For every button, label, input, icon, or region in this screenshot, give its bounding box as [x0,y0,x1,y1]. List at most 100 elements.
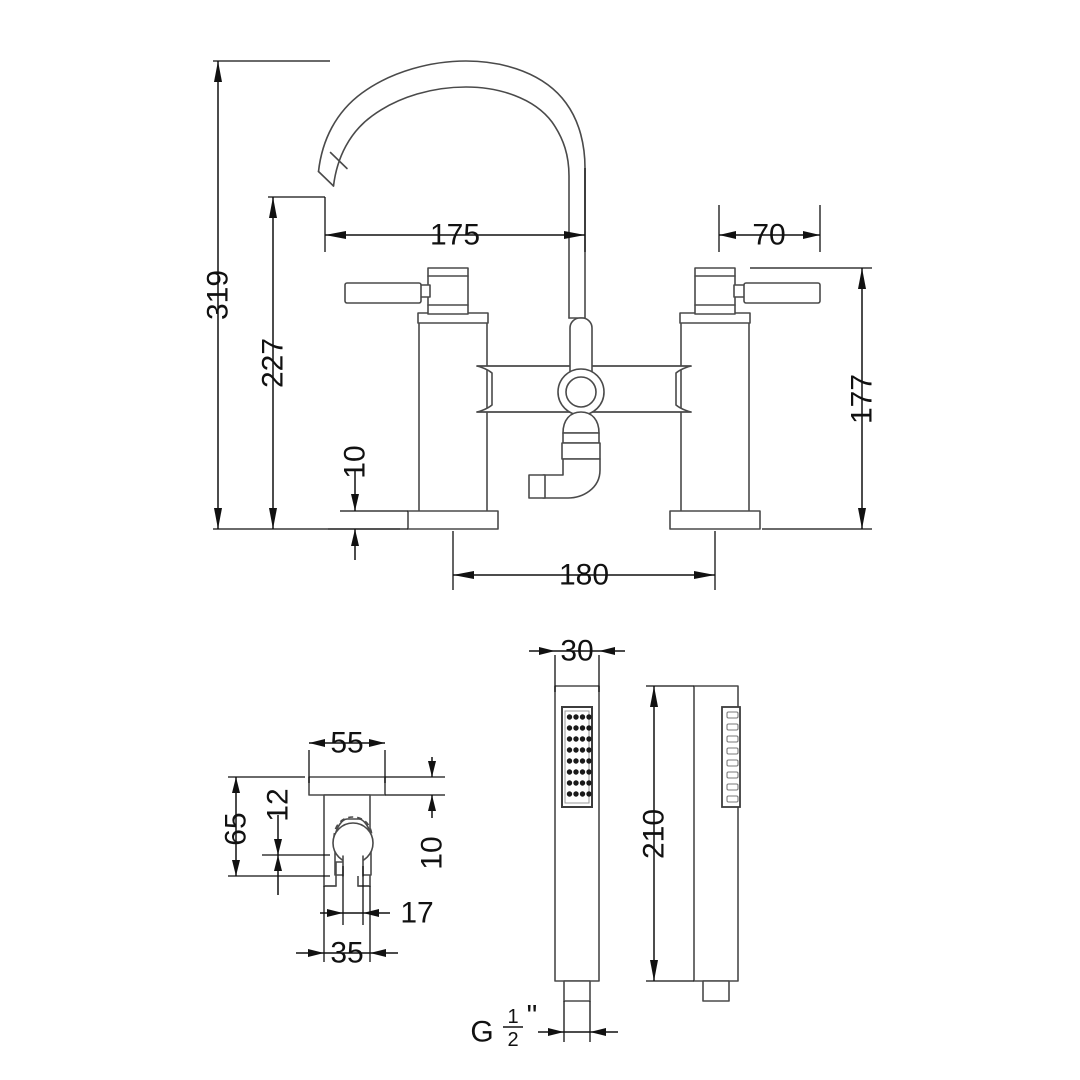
arrow-177-top [858,268,866,289]
left-handle-hub [427,267,469,315]
spout-tip-collar [329,151,348,170]
main-tap-view: 319 227 175 70 [202,60,879,592]
dimtext-180: 180 [559,559,609,592]
arrow-35-right [370,949,386,957]
left-tap-column [344,267,499,530]
arrow-175-right [564,231,585,239]
dimtext-175: 175 [430,219,480,252]
arrow-319-top [214,61,222,82]
handset-nozzle-grid [566,714,592,797]
left-lever-arm [344,282,422,304]
dimtext-10-bracket: 10 [416,836,449,869]
thread-fraction-denominator: 2 [507,1029,518,1051]
dimtext-65: 65 [220,812,253,845]
left-base-flange [407,510,499,530]
spout-tip-end [317,170,335,187]
arrow-10-bottom [351,529,359,546]
right-column-body [680,321,750,517]
dimtext-177: 177 [846,374,879,424]
arrow-30-right [599,647,615,655]
dimtext-227: 227 [257,338,290,388]
dimtext-319: 319 [202,270,235,320]
dimtext-55: 55 [330,727,363,760]
dimtext-210: 210 [638,809,671,859]
dimension-plate-offset: 12 [262,788,330,895]
dimension-handset-width: 30 [529,635,625,692]
spout-inner-curve [332,86,570,319]
dimtext-12: 12 [262,788,295,821]
arrow-thread-right [590,1028,606,1036]
arrow-thread-left [548,1028,564,1036]
wall-bracket-view: 55 65 12 10 [220,727,449,970]
thread-fraction-numerator: 1 [507,1006,518,1028]
dimension-bracket-width: 55 [308,727,386,783]
handset-side-nozzle-strip [721,706,741,808]
right-tap-column [669,267,821,530]
dimension-spout-height: 227 [257,196,325,529]
dimension-overall-height: 319 [202,60,400,530]
dimension-tap-centres: 180 [452,531,716,592]
arrow-227-bottom [269,508,277,529]
arrow-17-right [363,909,379,917]
outlet-collar-b [561,442,601,460]
arrow-177-bottom [858,508,866,529]
arrow-65-bottom [232,860,240,876]
right-lever-arm [743,282,821,304]
arrow-70-left [719,231,736,239]
dimension-handset-length: 210 [638,685,694,982]
diverter-assembly [557,317,605,416]
arrow-227-top [269,197,277,218]
bracket-cradle-hidden-arc [333,816,373,839]
handset-side-outlet [702,980,730,1002]
arrow-70-right [803,231,820,239]
dimtext-30: 30 [560,635,593,668]
arrow-210-top [650,686,658,707]
shower-outlet-elbow [528,411,601,499]
spout-outer-curve [317,60,586,331]
dimension-bracket-height: 65 [220,776,330,877]
arrow-30-left [539,647,555,655]
arrow-12-top [274,839,282,855]
outlet-dome [562,411,600,434]
handset-front-elevation [554,685,600,1002]
dimtext-10-base: 10 [339,445,372,478]
arrow-10b-top [428,761,436,777]
dimension-body-height: 177 [750,267,879,530]
bracket-cradle-slot [343,843,363,876]
right-handle-hub [694,267,736,315]
arrow-319-bottom [214,508,222,529]
arrow-55-right [369,739,385,747]
arrow-55-left [309,739,325,747]
dimension-hose-thread: G 1 2 " [470,1000,618,1051]
dimension-spout-reach: 175 [324,168,586,252]
arrow-10-top [351,494,359,511]
thread-inch-mark: " [527,1000,538,1033]
arrow-65-top [232,777,240,793]
arrow-175-left [325,231,346,239]
outlet-nipple [528,474,546,499]
handset-side-elevation [693,685,741,1002]
arrow-180-right [694,571,715,579]
arrow-10b-bottom [428,795,436,811]
dimtext-17: 17 [400,897,433,930]
dimension-slot-width: 17 [320,866,434,930]
handset-view: 30 210 G 1 2 " [470,635,741,1051]
dimtext-70: 70 [752,219,785,252]
left-column-body [418,321,488,517]
handset-spray-face-inner [564,710,590,804]
dimension-plate-thickness: 10 [385,757,449,870]
arrow-12-bottom [274,855,282,871]
dimension-body-width: 35 [296,886,398,970]
right-base-flange [669,510,761,530]
dimension-handle-projection: 70 [718,205,821,252]
outlet-elbow-bend [542,458,601,499]
arrow-180-left [453,571,474,579]
arrow-17-left [327,909,343,917]
handset-front-outlet [563,980,591,1002]
arrow-210-bottom [650,960,658,981]
dimtext-35: 35 [330,937,363,970]
handset-side-nozzle-marks [726,711,739,803]
outlet-collar-a [562,432,600,444]
